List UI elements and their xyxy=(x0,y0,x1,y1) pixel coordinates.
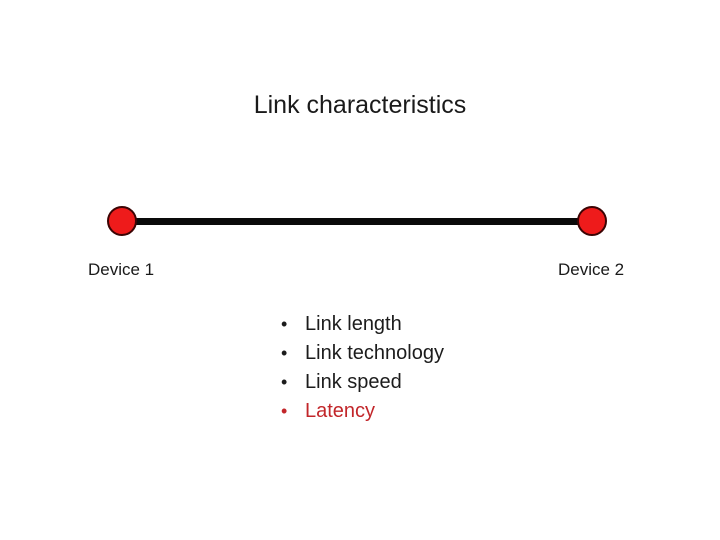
bullet-marker: • xyxy=(281,401,288,421)
bullet-item-label: Link length xyxy=(305,313,402,335)
bullet-item-label: Latency xyxy=(305,400,376,422)
device-1-node-icon xyxy=(107,206,137,236)
bullet-item-label: Link speed xyxy=(305,371,402,393)
bullet-marker: • xyxy=(281,343,288,363)
bullet-list-item: • Link speed xyxy=(281,368,444,397)
bullet-list-item: • Latency xyxy=(281,397,444,426)
bullet-marker: • xyxy=(281,314,288,334)
device-2-label: Device 2 xyxy=(558,260,625,279)
device-2-node-icon xyxy=(577,206,607,236)
bullet-list-item: • Link technology xyxy=(281,339,444,368)
bullet-list: • Link length • Link technology • Link s… xyxy=(281,310,444,426)
bullet-list-item: • Link length xyxy=(281,310,444,339)
page-title: Link characteristics xyxy=(253,91,467,119)
device-1-label: Device 1 xyxy=(88,260,155,279)
bullet-item-label: Link technology xyxy=(305,342,444,364)
bullet-marker: • xyxy=(281,372,288,392)
link-line xyxy=(128,218,584,225)
